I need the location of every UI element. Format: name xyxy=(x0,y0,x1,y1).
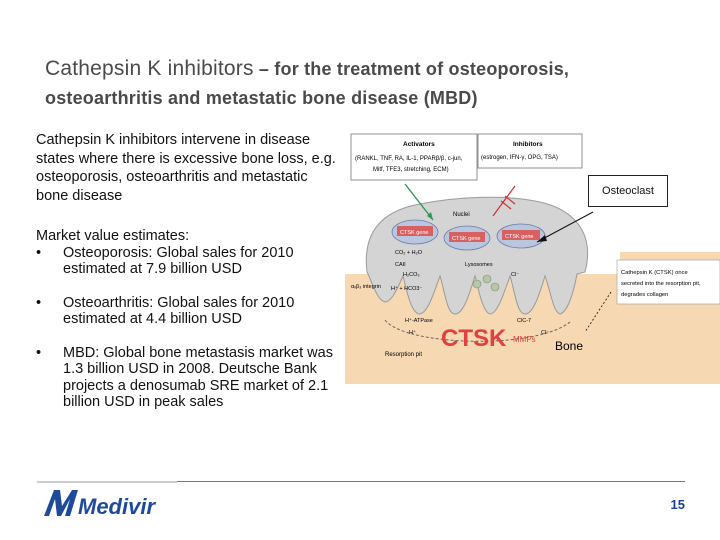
bullet-text: Osteoporosis: Global sales for 2010 esti… xyxy=(63,244,294,278)
osteoclast-pointer-head xyxy=(537,235,547,242)
resorption-pit xyxy=(384,319,571,342)
osteoclast-pointer xyxy=(536,211,594,243)
title-dash-rest: – for the treatment of osteoporosis, xyxy=(253,59,570,79)
ctsk-gene-label: CTSK gene xyxy=(400,230,428,236)
inhibition-bar xyxy=(500,200,512,210)
lysosome xyxy=(482,274,492,284)
inhibitors-title: Inhibitors xyxy=(513,141,543,148)
lysosome xyxy=(490,282,500,292)
slide-title: Cathepsin K inhibitors – for the treatme… xyxy=(45,55,705,113)
ctsk-gene-box xyxy=(449,232,485,242)
footer-divider-accent xyxy=(37,481,177,483)
ctsk-gene-box xyxy=(397,226,433,236)
resorption-pit-label: Resorption pit xyxy=(385,352,422,358)
h2co3-label: H₂CO₃ xyxy=(403,272,420,278)
market-heading: Market value estimates: xyxy=(36,228,190,244)
activation-arrow xyxy=(404,183,434,221)
cl2-label: Cl⁻ xyxy=(541,330,549,336)
market-section: Market value estimates: • Osteoporosis: … xyxy=(36,228,346,411)
bullet-text: MBD: Global bone metastasis market was 1… xyxy=(63,344,333,411)
ctsk-gene-label: CTSK gene xyxy=(505,234,533,240)
bullet-marker: • xyxy=(36,244,42,261)
activation-arrowhead xyxy=(427,212,433,220)
page-number: 15 xyxy=(670,497,685,512)
market-bullet: • Osteoporosis: Global sales for 2010 es… xyxy=(36,245,346,278)
nuclei-label: Nuclei xyxy=(453,212,470,218)
atpase-label: H⁺-ATPase xyxy=(405,317,433,324)
integrin-label: αᵥβ₃ integrin xyxy=(351,284,381,290)
lysosomes-label: Lysosomes xyxy=(465,262,493,268)
activators-line1: (RANKL, TNF, RA, IL-1, PPARβ/β, c-jun, xyxy=(355,156,463,162)
ctsk-gene-label: CTSK gene xyxy=(452,236,480,242)
activators-line2: Mitf, TFE3, stretching, ECM) xyxy=(373,167,449,173)
inhibitors-box xyxy=(477,133,583,169)
bone-label: Bone xyxy=(555,339,583,353)
market-bullet: • Osteoarthritis: Global sales for 2010 … xyxy=(36,295,346,328)
h-hco3-label: H⁺ + HCO3⁻ xyxy=(391,285,422,292)
secreted-note-box xyxy=(616,259,720,305)
intro-paragraph: Cathepsin K inhibitors intervene in dise… xyxy=(36,132,336,204)
footer-divider xyxy=(37,481,685,482)
title-line2: osteoarthritis and metastatic bone disea… xyxy=(45,88,478,108)
activators-title: Activators xyxy=(403,141,435,148)
cl-label: Cl⁻ xyxy=(511,272,519,278)
clc7-label: ClC-7 xyxy=(517,318,531,324)
bullet-marker: • xyxy=(36,344,42,361)
logo-text: Medivir xyxy=(78,494,156,519)
bullet-marker: • xyxy=(36,294,42,311)
secreted-note-line3: degrades collagen xyxy=(621,292,668,298)
secreted-note-line1: Cathepsin K (CTSK) once xyxy=(621,270,688,276)
h-ion-label: H⁺ xyxy=(409,329,416,336)
activators-box xyxy=(350,133,478,181)
osteoclast-label-box: Osteoclast xyxy=(588,175,668,207)
title-main: Cathepsin K inhibitors xyxy=(45,57,254,80)
inhibition-line xyxy=(492,185,516,217)
ctsk-big-label: CTSK xyxy=(441,325,507,352)
market-bullet: • MBD: Global bone metastasis market was… xyxy=(36,345,346,411)
inhibition-bar xyxy=(504,195,516,205)
cai-label: CAII xyxy=(395,262,406,268)
medivir-logo: Medivir xyxy=(44,490,156,519)
mmps-label: MMPs xyxy=(513,335,536,344)
ctsk-gene-box xyxy=(502,230,540,240)
bullet-text: Osteoarthritis: Global sales for 2010 es… xyxy=(63,294,295,328)
co2-label: CO₂ + H₂O xyxy=(395,250,423,256)
osteoclast-diagram: Activators (RANKL, TNF, RA, IL-1, PPARβ/… xyxy=(345,133,720,384)
lysosome xyxy=(472,279,482,289)
inhibitors-line1: (estrogen, IFN-γ, OPG, TSA) xyxy=(481,155,558,161)
logo-m-swoosh xyxy=(44,490,78,516)
secreted-note-line2: secreted into the resorption pit, xyxy=(621,281,701,287)
